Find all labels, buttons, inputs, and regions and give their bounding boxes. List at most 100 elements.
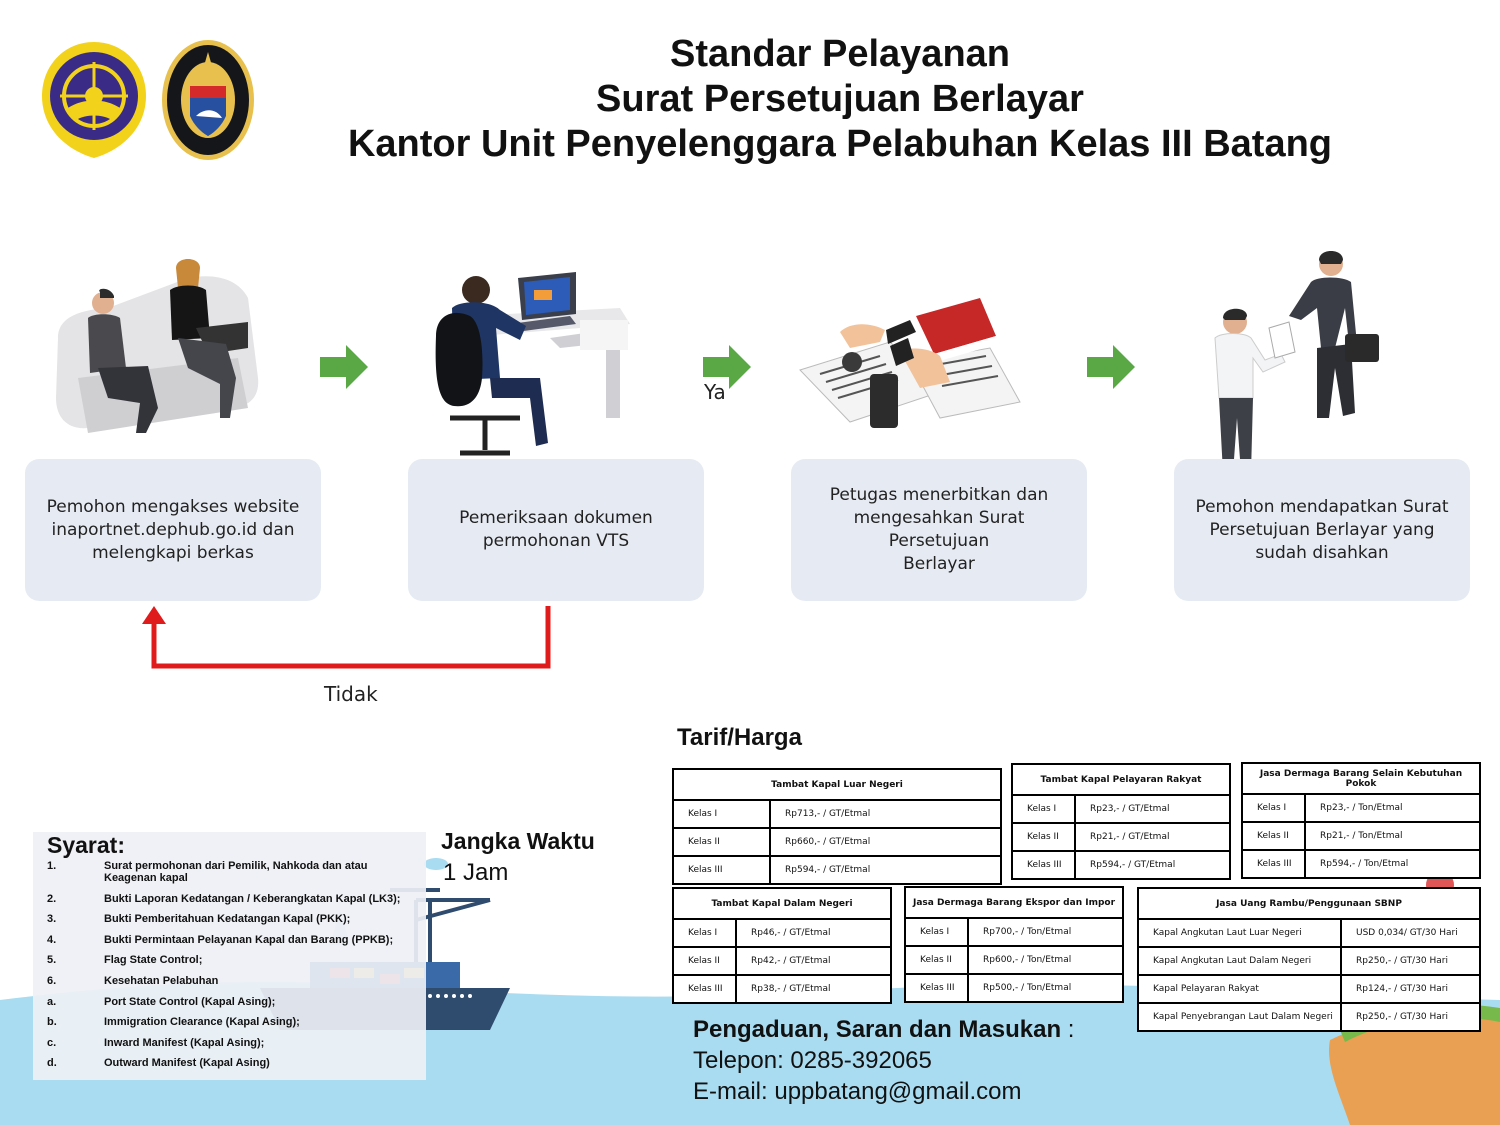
list-item: c.Inward Manifest (Kapal Asing); <box>47 1037 422 1049</box>
list-item: a.Port State Control (Kapal Asing); <box>47 996 422 1008</box>
table-title: Jasa Dermaga Barang Ekspor dan Impor <box>904 886 1124 919</box>
table-cell: Rp250,- / GT/30 Hari <box>1340 946 1481 976</box>
table-cell: Kelas II <box>672 827 771 857</box>
table-cell: Rp46,- / GT/Etmal <box>735 918 892 948</box>
list-item: 5. Flag State Control; <box>47 954 422 966</box>
table-cell: Kapal Pelayaran Rakyat <box>1137 974 1342 1004</box>
title-line-3: Kantor Unit Penyelenggara Pelabuhan Kela… <box>347 123 1332 165</box>
requirements-list: 1. Surat permohonan dari Pemilik, Nahkoda… <box>47 860 422 1078</box>
item-number: 3. <box>47 913 57 926</box>
table-cell: Rp500,- / Ton/Etmal <box>967 973 1124 1003</box>
no-label: Tidak <box>324 682 378 706</box>
table-cell: Rp21,- / GT/Etmal <box>1074 822 1231 852</box>
table-title: Jasa Uang Rambu/Penggunaan SBNP <box>1137 887 1481 920</box>
table-cell: Kelas I <box>904 917 969 947</box>
table-cell: Kelas III <box>672 974 737 1004</box>
table-cell: Rp21,- / Ton/Etmal <box>1304 821 1481 851</box>
item-text: Surat permohonan dari Pemilik, Nahkoda d… <box>104 860 368 884</box>
title-line-1: Standar Pelayanan <box>669 33 1011 75</box>
table-cell: Rp23,- / GT/Etmal <box>1074 794 1231 824</box>
table-cell: Kelas III <box>904 973 969 1003</box>
item-text: Bukti Pemberitahuan Kedatangan Kapal (PK… <box>104 913 351 926</box>
item-text: Outward Manifest (Kapal Asing) <box>104 1057 270 1070</box>
item-text: Kesehatan Pelabuhan <box>104 974 219 987</box>
item-number: a. <box>47 995 57 1008</box>
step-card-1: Pemohon mengakses website inaportnet.dep… <box>25 459 321 601</box>
step-text-1: Pemohon mengakses website inaportnet.dep… <box>46 496 300 563</box>
step-card-3: Petugas menerbitkan dan mengesahkan Sura… <box>791 459 1087 601</box>
tarif-heading: Tarif/Harga <box>677 724 802 751</box>
table-cell: Kapal Penyebrangan Laut Dalam Negeri <box>1137 1002 1342 1032</box>
table-cell: Rp124,- / GT/30 Hari <box>1340 974 1481 1004</box>
table-title: Jasa Dermaga Barang Selain Kebutuhan Pok… <box>1241 762 1481 795</box>
stamp-and-documents-illustration <box>799 298 1021 428</box>
list-item: b. Immigration Clearance (Kapal Asing); <box>47 1016 422 1028</box>
contact-phone: Telepon: 0285-392065 <box>693 1047 932 1074</box>
item-text: Immigration Clearance (Kapal Asing); <box>104 1016 300 1029</box>
duration-value: 1 Jam <box>443 859 509 886</box>
table-cell: Rp600,- / Ton/Etmal <box>967 945 1124 975</box>
users-on-sofa-illustration <box>56 259 259 433</box>
list-item: 4. Bukti Permintaan Pelayanan Kapal dan B… <box>47 934 422 946</box>
table-cell: Rp594,- / Ton/Etmal <box>1304 849 1481 879</box>
handover-illustration <box>1214 251 1379 473</box>
table-cell: Rp594,- / GT/Etmal <box>769 855 1002 885</box>
table-cell: USD 0,034/ GT/30 Hari <box>1340 918 1481 948</box>
title-line-2: Surat Persetujuan Berlayar <box>596 78 1084 120</box>
table-cell: Kelas III <box>1011 850 1076 880</box>
item-number: d. <box>47 1057 57 1070</box>
step-card-4: Pemohon mendapatkan Surat Persetujuan Be… <box>1174 459 1470 601</box>
table-cell: Kelas III <box>672 855 771 885</box>
table-cell: Kapal Angkutan Laut Dalam Negeri <box>1137 946 1342 976</box>
flow-arrow-2 <box>703 345 751 389</box>
table-title: Tambat Kapal Luar Negeri <box>672 768 1002 801</box>
ministry-logo <box>42 42 146 158</box>
table-cell: Kelas III <box>1241 849 1306 879</box>
item-number: 1. <box>47 860 57 872</box>
officer-at-computer-illustration <box>435 272 630 456</box>
tarif-table-dermaga-ekspor-impor: Jasa Dermaga Barang Ekspor dan Impor Kel… <box>904 886 1124 1003</box>
list-item: 3. Bukti Pemberitahuan Kedatangan Kapal (… <box>47 913 422 925</box>
item-number: 6. <box>47 974 57 987</box>
item-number: 5. <box>47 954 57 967</box>
flow-arrow-3 <box>1087 345 1135 389</box>
item-number: c. <box>47 1036 57 1049</box>
list-item: d. Outward Manifest (Kapal Asing) <box>47 1057 422 1069</box>
table-cell: Rp713,- / GT/Etmal <box>769 799 1002 829</box>
table-cell: Kelas I <box>672 799 771 829</box>
table-cell: Kelas I <box>1241 793 1306 823</box>
table-cell: Kelas II <box>1241 821 1306 851</box>
item-text: Bukti Permintaan Pelayanan Kapal dan Bar… <box>104 933 394 946</box>
item-number: b. <box>47 1016 57 1029</box>
step-text-4: Pemohon mendapatkan Surat Persetujuan Be… <box>1195 496 1449 563</box>
table-cell: Rp250,- / GT/30 Hari <box>1340 1002 1481 1032</box>
item-number: 4. <box>47 933 57 946</box>
table-cell: Rp660,- / GT/Etmal <box>769 827 1002 857</box>
item-number: 2. <box>47 892 57 905</box>
item-text: Flag State Control; <box>104 954 203 967</box>
table-title: Tambat Kapal Dalam Negeri <box>672 887 892 920</box>
list-item: 1. Surat permohonan dari Pemilik, Nahkoda… <box>47 860 422 884</box>
table-cell: Kelas I <box>1011 794 1076 824</box>
step-card-2: Pemeriksaan dokumen permohonan VTS <box>408 459 704 601</box>
table-cell: Rp594,- / GT/Etmal <box>1074 850 1231 880</box>
table-title: Tambat Kapal Pelayaran Rakyat <box>1011 763 1231 796</box>
table-cell: Rp38,- / GT/Etmal <box>735 974 892 1004</box>
